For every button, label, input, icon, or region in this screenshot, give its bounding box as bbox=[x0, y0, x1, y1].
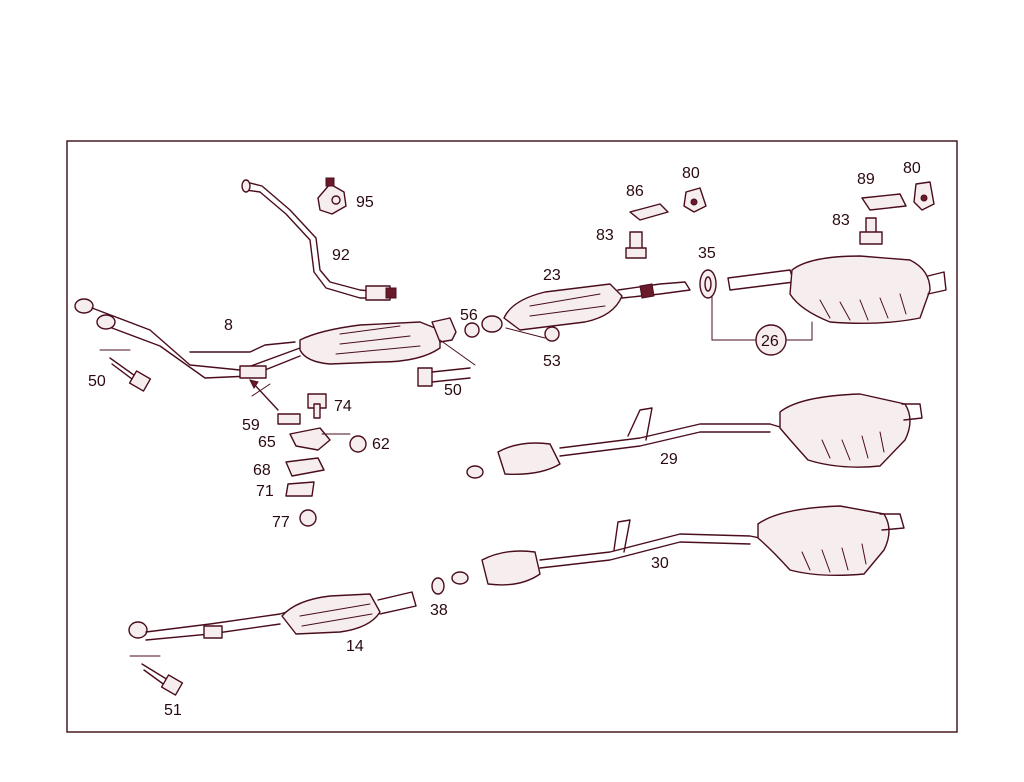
callout-62: 62 bbox=[372, 436, 390, 453]
exhaust-system-30 bbox=[431, 505, 905, 595]
callout-80-right: 80 bbox=[903, 160, 921, 177]
callout-8: 8 bbox=[224, 317, 233, 334]
callout-89: 89 bbox=[857, 171, 875, 188]
oxygen-sensor-line bbox=[241, 179, 397, 301]
callout-83-left: 83 bbox=[596, 227, 614, 244]
callout-30: 30 bbox=[651, 555, 669, 572]
callout-71: 71 bbox=[256, 483, 274, 500]
callout-14: 14 bbox=[346, 638, 364, 655]
front-section-14 bbox=[128, 591, 417, 696]
diagram-frame bbox=[66, 140, 958, 733]
callout-59: 59 bbox=[242, 417, 260, 434]
rear-muffler-26 bbox=[727, 255, 947, 325]
nut-56 bbox=[464, 322, 480, 338]
rubber-mount-80b bbox=[913, 181, 935, 211]
callout-51: 51 bbox=[164, 702, 182, 719]
gasket-53 bbox=[481, 315, 560, 342]
front-pipe-assembly bbox=[74, 298, 457, 379]
callout-92: 92 bbox=[332, 247, 350, 264]
callout-68: 68 bbox=[253, 462, 271, 479]
exhaust-system-29 bbox=[466, 393, 923, 479]
callout-83-right: 83 bbox=[832, 212, 850, 229]
callout-29: 29 bbox=[660, 451, 678, 468]
callout-77: 77 bbox=[272, 514, 290, 531]
sensor-clip bbox=[317, 177, 347, 215]
callout-23: 23 bbox=[543, 267, 561, 284]
callout-86: 86 bbox=[626, 183, 644, 200]
clamp-35 bbox=[699, 269, 717, 299]
callout-65: 65 bbox=[258, 434, 276, 451]
callout-35: 35 bbox=[698, 245, 716, 262]
callout-80-left: 80 bbox=[682, 165, 700, 182]
bolt-50-right bbox=[417, 339, 476, 387]
callout-74: 74 bbox=[334, 398, 352, 415]
callout-26-bracket bbox=[711, 295, 813, 356]
hanger-bracket-89 bbox=[861, 193, 907, 211]
callout-38: 38 bbox=[430, 602, 448, 619]
bolt-83b bbox=[859, 217, 883, 245]
callout-53: 53 bbox=[543, 353, 561, 370]
callout-56: 56 bbox=[460, 307, 478, 324]
callout-26: 26 bbox=[761, 333, 779, 350]
rubber-mount-80a bbox=[683, 187, 707, 213]
bolt-50-left bbox=[99, 349, 152, 392]
center-section-pipe bbox=[503, 281, 691, 331]
hanger-bracket-86 bbox=[629, 203, 669, 221]
callout-95: 95 bbox=[356, 194, 374, 211]
callout-50-left: 50 bbox=[88, 373, 106, 390]
bolt-83a bbox=[625, 231, 647, 259]
mounting-hardware bbox=[249, 379, 367, 527]
callout-50-right: 50 bbox=[444, 382, 462, 399]
